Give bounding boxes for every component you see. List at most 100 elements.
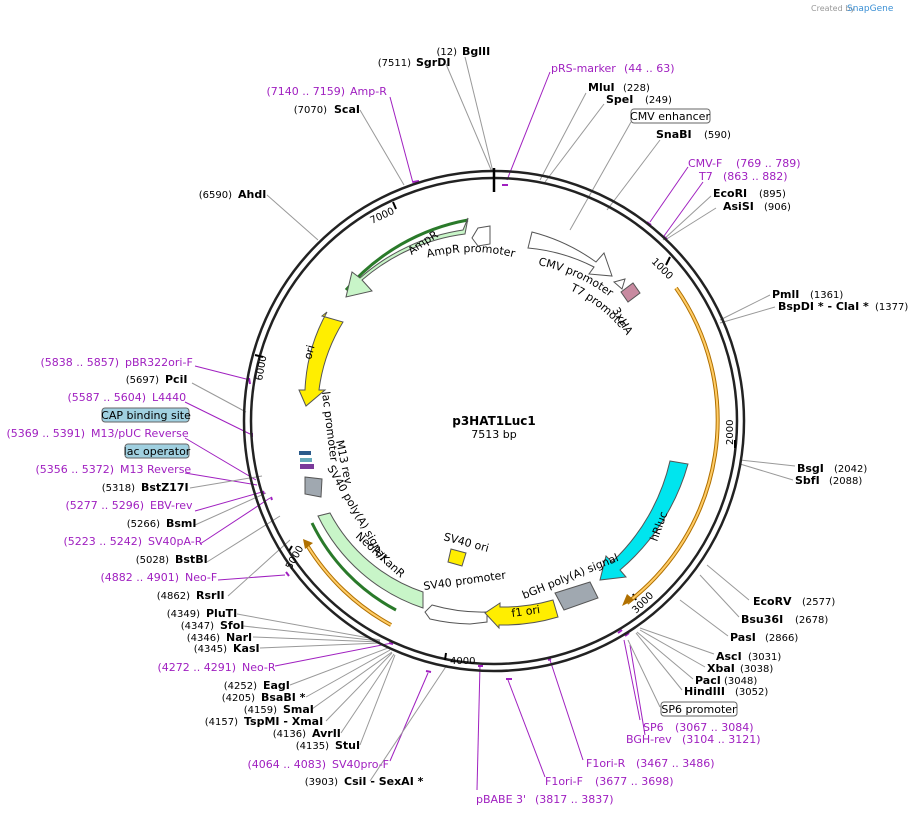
neo-arc-head [303, 539, 313, 549]
enzyme-bsu36i-pos: (2678) [795, 615, 828, 626]
3xha-tag [620, 282, 641, 303]
primer-sp6-range: (3067 .. 3084) [675, 721, 754, 734]
neo-arc [306, 544, 392, 626]
sp6-promoter-box [660, 701, 738, 717]
primer-cmv-f-range: (769 .. 789) [736, 157, 801, 170]
enzyme-bglii: BglII [462, 45, 490, 58]
plasmid-length: 7513 bp [471, 428, 516, 441]
t7-promoter-label: T7 promoter [0, 0, 628, 330]
sv40-promoter-label: SV40 promoter [423, 568, 508, 592]
enzyme-bsabi-pos: (4205) [222, 693, 255, 704]
primer-pbr322ori-f-range: (5838 .. 5857) [40, 356, 119, 369]
primer-m13-reverse: M13 Reverse [120, 463, 191, 476]
primer-cmv-f: CMV-F [688, 157, 722, 170]
tick-4000: 4000 [450, 656, 475, 667]
enzyme-pcii: PciI [165, 373, 187, 386]
primer-ebv-rev-range: (5277 .. 5296) [65, 499, 144, 512]
enzyme-smai: SmaI [283, 703, 314, 716]
enzyme-ecori: EcoRI [713, 187, 747, 200]
enzyme-avrii-pos: (4136) [273, 729, 306, 740]
primer-sv40pro-f-range: (4064 .. 4083) [247, 758, 326, 771]
enzyme-spei-pos: (249) [645, 95, 672, 106]
enzyme-bsgi: BsgI [797, 462, 824, 475]
primer-amp-r: Amp-R [350, 85, 387, 98]
enzyme-mlui-pos: (228) [623, 83, 650, 94]
enzyme-ecorv: EcoRV [753, 595, 792, 608]
enzyme-bstbi-pos: (5028) [136, 555, 169, 566]
enzyme-leader-lines [189, 56, 796, 782]
ampr-promoter-arrow [471, 225, 491, 247]
enzyme-xbai: XbaI [707, 662, 735, 675]
enzyme-pmli-pos: (1361) [810, 290, 843, 301]
luc-arc-right [626, 287, 719, 604]
enzyme-sgrdi: SgrDI [416, 56, 450, 69]
enzyme-smai-pos: (4159) [244, 705, 277, 716]
enzyme-sfoi-pos: (4347) [181, 621, 214, 632]
primer-neo-r-range: (4272 .. 4291) [157, 661, 236, 674]
enzyme-bsmi-pos: (5266) [127, 519, 160, 530]
enzyme-eagi: EagI [263, 679, 290, 692]
enzyme-ahdi-pos: (6590) [199, 190, 232, 201]
luc-arc-right-head [622, 594, 634, 606]
enzyme-ahdi: AhdI [238, 188, 266, 201]
enzyme-mlui: MluI [588, 81, 615, 94]
tick-marks [254, 201, 736, 661]
primer-prs-marker: pRS-marker [551, 62, 616, 75]
m13-mark [300, 464, 314, 469]
sp6-promoter-label: SP6 promoter [661, 703, 737, 716]
sv40-ori-label: SV40 ori [442, 530, 490, 555]
enzyme-csii-pos: (3903) [305, 777, 338, 788]
plasmid-name: p3HAT1Luc1 [452, 414, 536, 428]
tick-2000: 2000 [725, 420, 736, 445]
enzyme-tspmi-pos: (4157) [205, 717, 238, 728]
primer-neo-f-range: (4882 .. 4901) [100, 571, 179, 584]
primer-t7-range: (863 .. 882) [723, 170, 788, 183]
sv40-ori-feature [447, 548, 467, 567]
enzyme-nari: NarI [226, 631, 252, 644]
primer-sv40pro-f: SV40pro-F [332, 758, 389, 771]
enzyme-pluti: PluTI [206, 607, 237, 620]
primer-amp-r-range: (7140 .. 7159) [266, 85, 345, 98]
primer-m13puc-reverse-range: (5369 .. 5391) [6, 427, 85, 440]
credit-prefix: Created by [811, 4, 855, 13]
enzyme-stui-pos: (4135) [296, 741, 329, 752]
enzyme-nari-pos: (4346) [187, 633, 220, 644]
f1-ori-label: f1 ori [511, 603, 541, 620]
ampr-promoter-label: AmpR promoter [425, 242, 517, 260]
primer-ebv-rev: EBV-rev [150, 499, 193, 512]
primer-sp6: SP6 [643, 721, 664, 734]
primer-l4440-range: (5587 .. 5604) [67, 391, 146, 404]
enzyme-kasi-pos: (4345) [194, 644, 227, 655]
enzyme-pmli: PmlI [772, 288, 799, 301]
tick-6000: 6000 [254, 355, 269, 382]
enzyme-avrii: AvrII [312, 727, 341, 740]
enzyme-csii-sexai: CsiI - SexAI * [344, 775, 424, 788]
enzyme-pcii-pos: (5697) [126, 375, 159, 386]
lac-operator-mark [299, 451, 311, 455]
enzyme-bglii-pos: (12) [436, 47, 457, 58]
enzyme-bstz17i-pos: (5318) [102, 483, 135, 494]
enzyme-bspdi-clai-pos: (1377) [875, 302, 908, 313]
enzyme-bsu36i: Bsu36I [741, 613, 783, 626]
bgh-pa-feature [554, 581, 599, 611]
enzyme-ecorv-pos: (2577) [802, 597, 835, 608]
enzyme-snabi-pos: (590) [704, 130, 731, 141]
primer-bgh-rev-range: (3104 .. 3121) [682, 733, 761, 746]
enzyme-bsmi: BsmI [166, 517, 197, 530]
primer-sv40pa-r: SV40pA-R [148, 535, 203, 548]
enzyme-pasi-pos: (2866) [765, 633, 798, 644]
ori-feature [298, 311, 344, 407]
enzyme-pluti-pos: (4349) [167, 609, 200, 620]
sv40-pa-feature [304, 476, 323, 498]
snapgene-logo: SnapGene [847, 4, 894, 14]
primer-m13-reverse-range: (5356 .. 5372) [35, 463, 114, 476]
enzyme-scai: ScaI [334, 103, 360, 116]
cmv-enhancer-label: CMV enhancer [630, 110, 710, 123]
hrluc-feature [599, 460, 689, 581]
cap-binding-site-label: CAP binding site [101, 409, 191, 422]
primer-labels: pRS-marker (44 .. 63) (7140 .. 7159) Amp… [6, 62, 800, 806]
t7-promoter-arrow [612, 278, 626, 290]
primer-m13puc-reverse: M13/pUC Reverse [91, 427, 189, 440]
sv40-promoter-arrow [424, 604, 488, 625]
primer-prs-marker-range: (44 .. 63) [624, 62, 675, 75]
